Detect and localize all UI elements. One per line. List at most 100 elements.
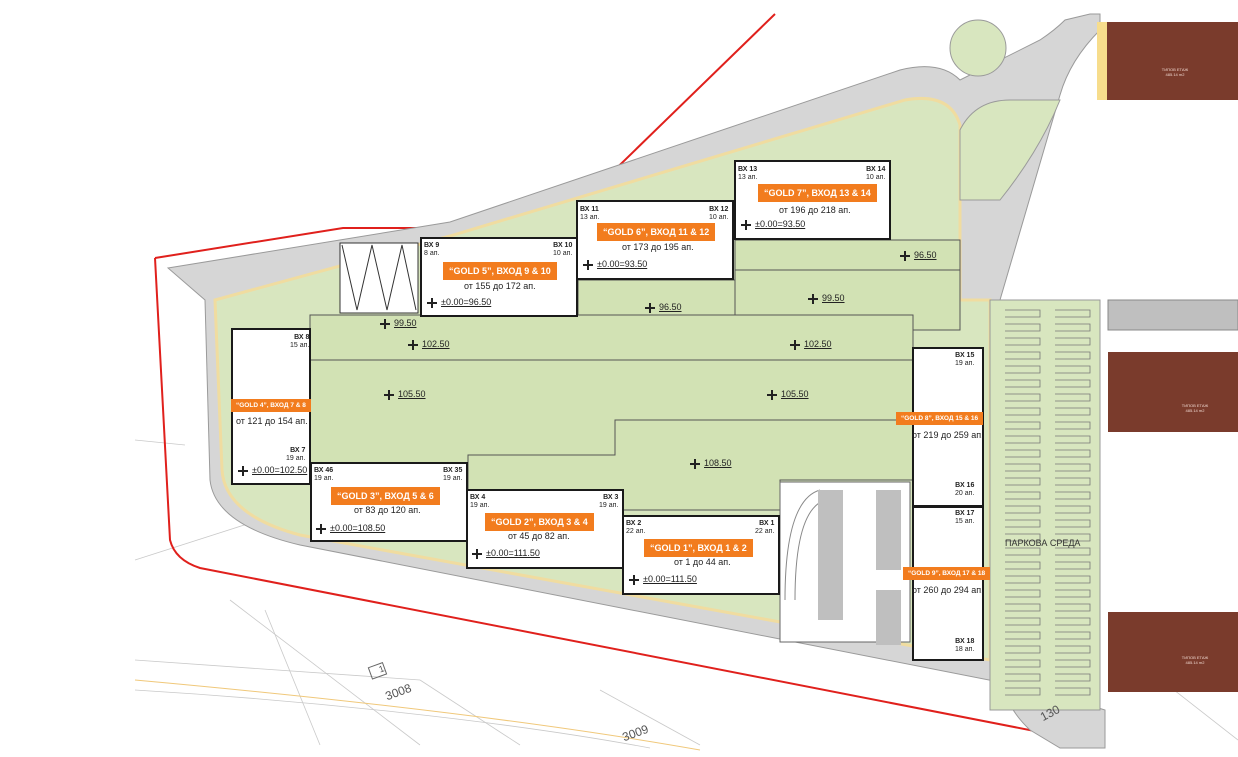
parking-space xyxy=(1005,491,1041,500)
orange-survey-line xyxy=(134,679,701,751)
terrace-level: 102.50 xyxy=(790,339,832,350)
building-gold-8[interactable] xyxy=(912,347,984,507)
parking-space xyxy=(1005,687,1041,696)
parking-space xyxy=(1005,673,1041,682)
parking-space xyxy=(1055,519,1091,528)
parking-space xyxy=(1005,477,1041,486)
level-gold-3: ±0.00=108.50 xyxy=(316,523,385,534)
parking-space xyxy=(1005,561,1041,570)
neighbor-building-3 xyxy=(1108,612,1238,692)
parking-space xyxy=(1055,337,1091,346)
parking-space xyxy=(1055,351,1091,360)
neighbor-yellow xyxy=(1097,22,1108,100)
range-gold-7: от 196 до 218 ап. xyxy=(779,205,851,215)
level-marker-icon xyxy=(767,389,777,400)
parking-space xyxy=(1055,421,1091,430)
range-gold-4: от 121 до 154 ап. xyxy=(236,416,308,426)
parking-space xyxy=(1055,547,1091,556)
building-gold-9[interactable] xyxy=(912,506,984,661)
parking-space xyxy=(1055,477,1091,486)
range-gold-8: от 219 до 259 ап. xyxy=(912,430,984,440)
range-gold-1: от 1 до 44 ап. xyxy=(674,557,731,567)
level-marker-icon xyxy=(583,259,593,270)
parking-space xyxy=(1005,533,1041,542)
park-label: ПАРКОВА СРЕДА xyxy=(1005,538,1081,548)
level-marker-icon xyxy=(629,574,639,585)
parking-space xyxy=(1005,407,1041,416)
site-boundary-south xyxy=(154,257,1056,736)
parking-space xyxy=(1055,365,1091,374)
tag-gold-1: “GOLD 1”, ВХОД 1 & 2 xyxy=(644,539,753,557)
parking-space xyxy=(1005,575,1041,584)
parking-space xyxy=(1055,561,1091,570)
level-marker-icon xyxy=(808,293,818,304)
terrace-level: 96.50 xyxy=(900,250,937,261)
parking-space xyxy=(1005,309,1041,318)
level-gold-4: ±0.00=102.50 xyxy=(238,465,307,476)
cadastral-lines xyxy=(134,439,1238,749)
level-marker-icon xyxy=(900,250,910,261)
parking-space xyxy=(1055,449,1091,458)
level-marker-icon xyxy=(645,302,655,313)
parking-space xyxy=(1055,645,1091,654)
parking-space xyxy=(1005,337,1041,346)
range-gold-2: от 45 до 82 ап. xyxy=(508,531,570,541)
parking-space xyxy=(1055,659,1091,668)
parking-space xyxy=(1055,407,1091,416)
level-gold-2: ±0.00=111.50 xyxy=(472,548,540,559)
terrace-level: 105.50 xyxy=(767,389,809,400)
level-marker-icon xyxy=(427,297,437,308)
parking-space xyxy=(1005,547,1041,556)
terraces xyxy=(309,239,961,511)
parking-space xyxy=(1055,505,1091,514)
parking-space xyxy=(1005,519,1041,528)
parking-space xyxy=(1055,393,1091,402)
tag-gold-6: “GOLD 6”, ВХОД 11 & 12 xyxy=(597,223,716,241)
neighbor-building-1 xyxy=(1107,22,1238,100)
parking-space xyxy=(1055,379,1091,388)
parking-space xyxy=(1005,659,1041,668)
level-marker-icon xyxy=(384,389,394,400)
level-marker-icon xyxy=(741,219,751,230)
level-marker-icon xyxy=(238,465,248,476)
parking-row-east xyxy=(1107,299,1238,331)
parking-space xyxy=(1055,631,1091,640)
level-marker-icon xyxy=(316,523,326,534)
range-gold-9: от 260 до 294 ап. xyxy=(912,585,984,595)
level-gold-7: ±0.00=93.50 xyxy=(741,219,805,230)
parking-space xyxy=(1005,435,1041,444)
parking-space xyxy=(1005,463,1041,472)
range-gold-5: от 155 до 172 ап. xyxy=(464,281,536,291)
terrace-level: 108.50 xyxy=(690,458,732,469)
parcel-box xyxy=(367,661,388,680)
tag-gold-4: “GOLD 4”, ВХОД 7 & 8 xyxy=(231,399,311,412)
parking-space xyxy=(1055,435,1091,444)
terrace-level: 99.50 xyxy=(808,293,845,304)
level-marker-icon xyxy=(690,458,700,469)
level-gold-5: ±0.00=96.50 xyxy=(427,297,491,308)
parking-space xyxy=(1005,617,1041,626)
parking-space xyxy=(1005,631,1041,640)
parking-space xyxy=(1005,365,1041,374)
terrace-level: 99.50 xyxy=(380,318,417,329)
parking-space xyxy=(1055,309,1091,318)
level-gold-6: ±0.00=93.50 xyxy=(583,259,647,270)
parking-space xyxy=(1055,687,1091,696)
parking-space xyxy=(1005,603,1041,612)
level-marker-icon xyxy=(790,339,800,350)
